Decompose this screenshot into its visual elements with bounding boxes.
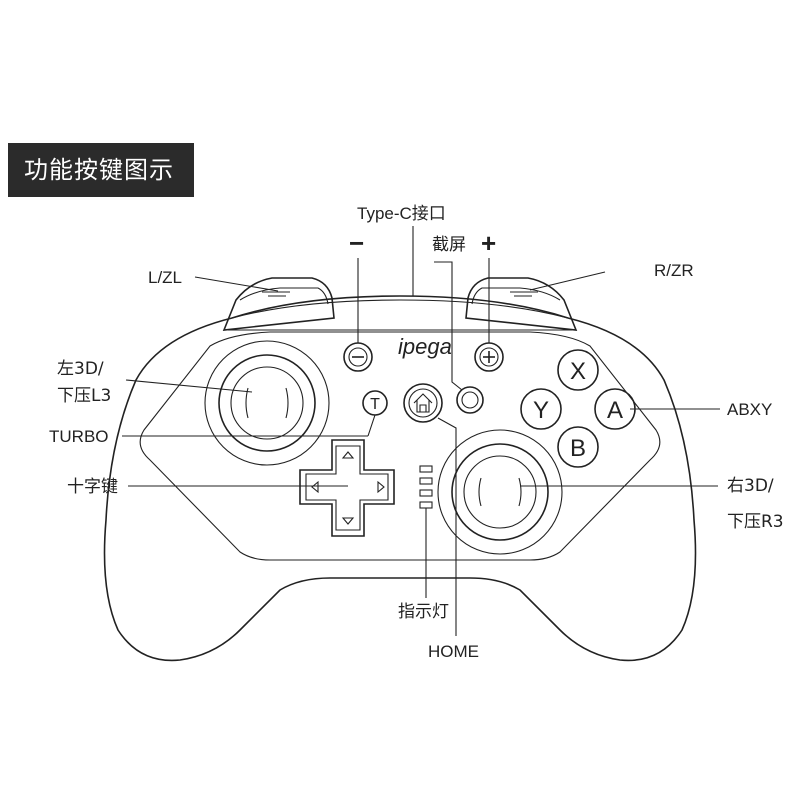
button-y-letter: Y [533, 397, 549, 424]
button-b-letter: B [570, 435, 586, 462]
right-stick-label-line2: 下压R3 [727, 512, 784, 532]
left-shoulder-buttons [222, 277, 335, 331]
button-b: B [557, 426, 599, 468]
plus-sign-label: + [481, 228, 496, 258]
left-stick-label-line1: 左3D/ [57, 359, 104, 379]
button-x-letter: X [570, 358, 586, 385]
dpad [299, 439, 395, 537]
indicator-label: 指示灯 [398, 602, 449, 622]
home-button [403, 383, 443, 423]
minus-button [343, 342, 373, 372]
left-stick-label-line2: 下压L3 [57, 386, 111, 406]
button-x: X [557, 349, 599, 391]
right-stick-label-line1: 右3D/ [727, 476, 774, 496]
indicator-lights [419, 465, 433, 509]
left-stick [204, 340, 330, 466]
screenshot-button [456, 386, 484, 414]
r-zr-label: R/ZR [654, 261, 694, 280]
brand-logo: ipega [398, 334, 452, 359]
turbo-label: TURBO [49, 427, 109, 446]
button-a: A [594, 388, 636, 430]
minus-sign-label: − [349, 228, 364, 258]
screenshot-label: 截屏 [432, 235, 466, 255]
plus-button [474, 342, 504, 372]
house-icon [413, 393, 433, 413]
dpad-label: 十字键 [67, 477, 118, 497]
turbo-mark: T [370, 396, 380, 413]
button-a-letter: A [607, 397, 623, 424]
face-plate [139, 331, 661, 561]
right-stick [437, 429, 563, 555]
button-y: Y [520, 388, 562, 430]
home-label: HOME [428, 642, 479, 661]
type-c-label: Type-C接口 [357, 204, 446, 223]
l-zl-label: L/ZL [148, 268, 182, 287]
leader-lines [122, 226, 720, 636]
abxy-label: ABXY [727, 400, 772, 419]
right-shoulder-buttons [465, 277, 578, 331]
turbo-button: T [362, 390, 388, 416]
section-title: 功能按键图示 [8, 143, 194, 197]
